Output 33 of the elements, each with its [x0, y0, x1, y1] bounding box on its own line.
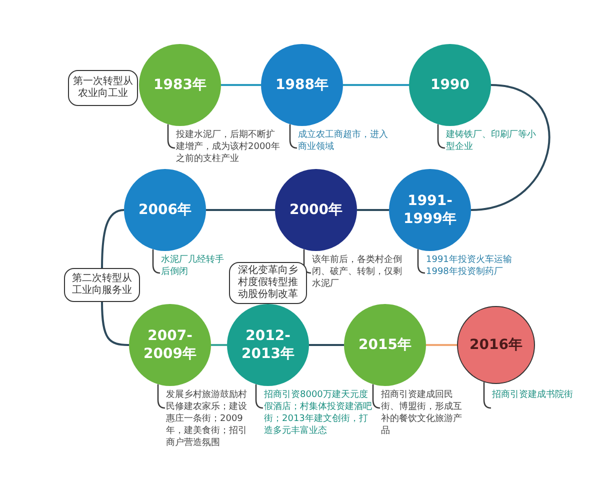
year-circle: 2007-2009年 — [129, 304, 211, 386]
description-text: 1991年投资火车运输 1998年投资制药厂 — [426, 254, 530, 278]
description-text: 水泥厂几经转手后倒闭 — [161, 254, 227, 278]
description-text: 发展乡村旅游鼓励村民修建农家乐；建设惠庄一条街；2009年，建美食街；招引商户营造氛围 — [166, 389, 248, 449]
year-circle: 2000年 — [275, 169, 357, 251]
description-text: 投建水泥厂，后期不断扩建增产，成为该村2000年之前的支柱产业 — [176, 129, 280, 165]
timeline-line — [206, 209, 275, 211]
callout-box: 第二次转型从工业向服务业 — [64, 268, 140, 302]
timeline-line — [101, 302, 130, 346]
description-text: 招商引资建成回民街、博盟街，形成互补的餐饮文化旅游产品 — [381, 389, 465, 437]
description-text: 招商引资建成书院街 — [492, 389, 588, 401]
description-text: 该年前后，各类村企倒闭、破产、转制，仅剩水泥厂 — [312, 254, 404, 290]
callout-box: 第一次转型从农业向工业 — [68, 70, 138, 106]
year-circle: 1990 — [409, 44, 491, 126]
year-circle: 1983年 — [139, 44, 221, 126]
timeline-line — [470, 84, 550, 211]
timeline-line — [211, 344, 227, 346]
timeline-line — [101, 209, 124, 268]
description-text: 成立农工商超市，进入商业领域 — [298, 129, 394, 153]
description-text: 建铸铁厂、印刷厂等小型企业 — [446, 129, 536, 153]
timeline-line — [221, 84, 261, 86]
timeline-line — [309, 344, 344, 346]
year-circle: 1991-1999年 — [389, 169, 471, 251]
year-circle: 2016年 — [457, 306, 535, 384]
timeline-line — [343, 84, 409, 86]
timeline-line — [426, 344, 457, 346]
year-circle: 2012-2013年 — [227, 304, 309, 386]
year-circle: 1988年 — [261, 44, 343, 126]
description-text: 招商引资8000万建天元度假酒店；村集体投资建酒吧街；2013年建文创街，打造多元丰富业态 — [264, 389, 372, 437]
timeline-line — [357, 209, 389, 211]
year-circle: 2006年 — [124, 169, 206, 251]
year-circle: 2015年 — [344, 304, 426, 386]
callout-box: 深化变革向乡村度假转型推动股份制改革 — [229, 262, 307, 304]
